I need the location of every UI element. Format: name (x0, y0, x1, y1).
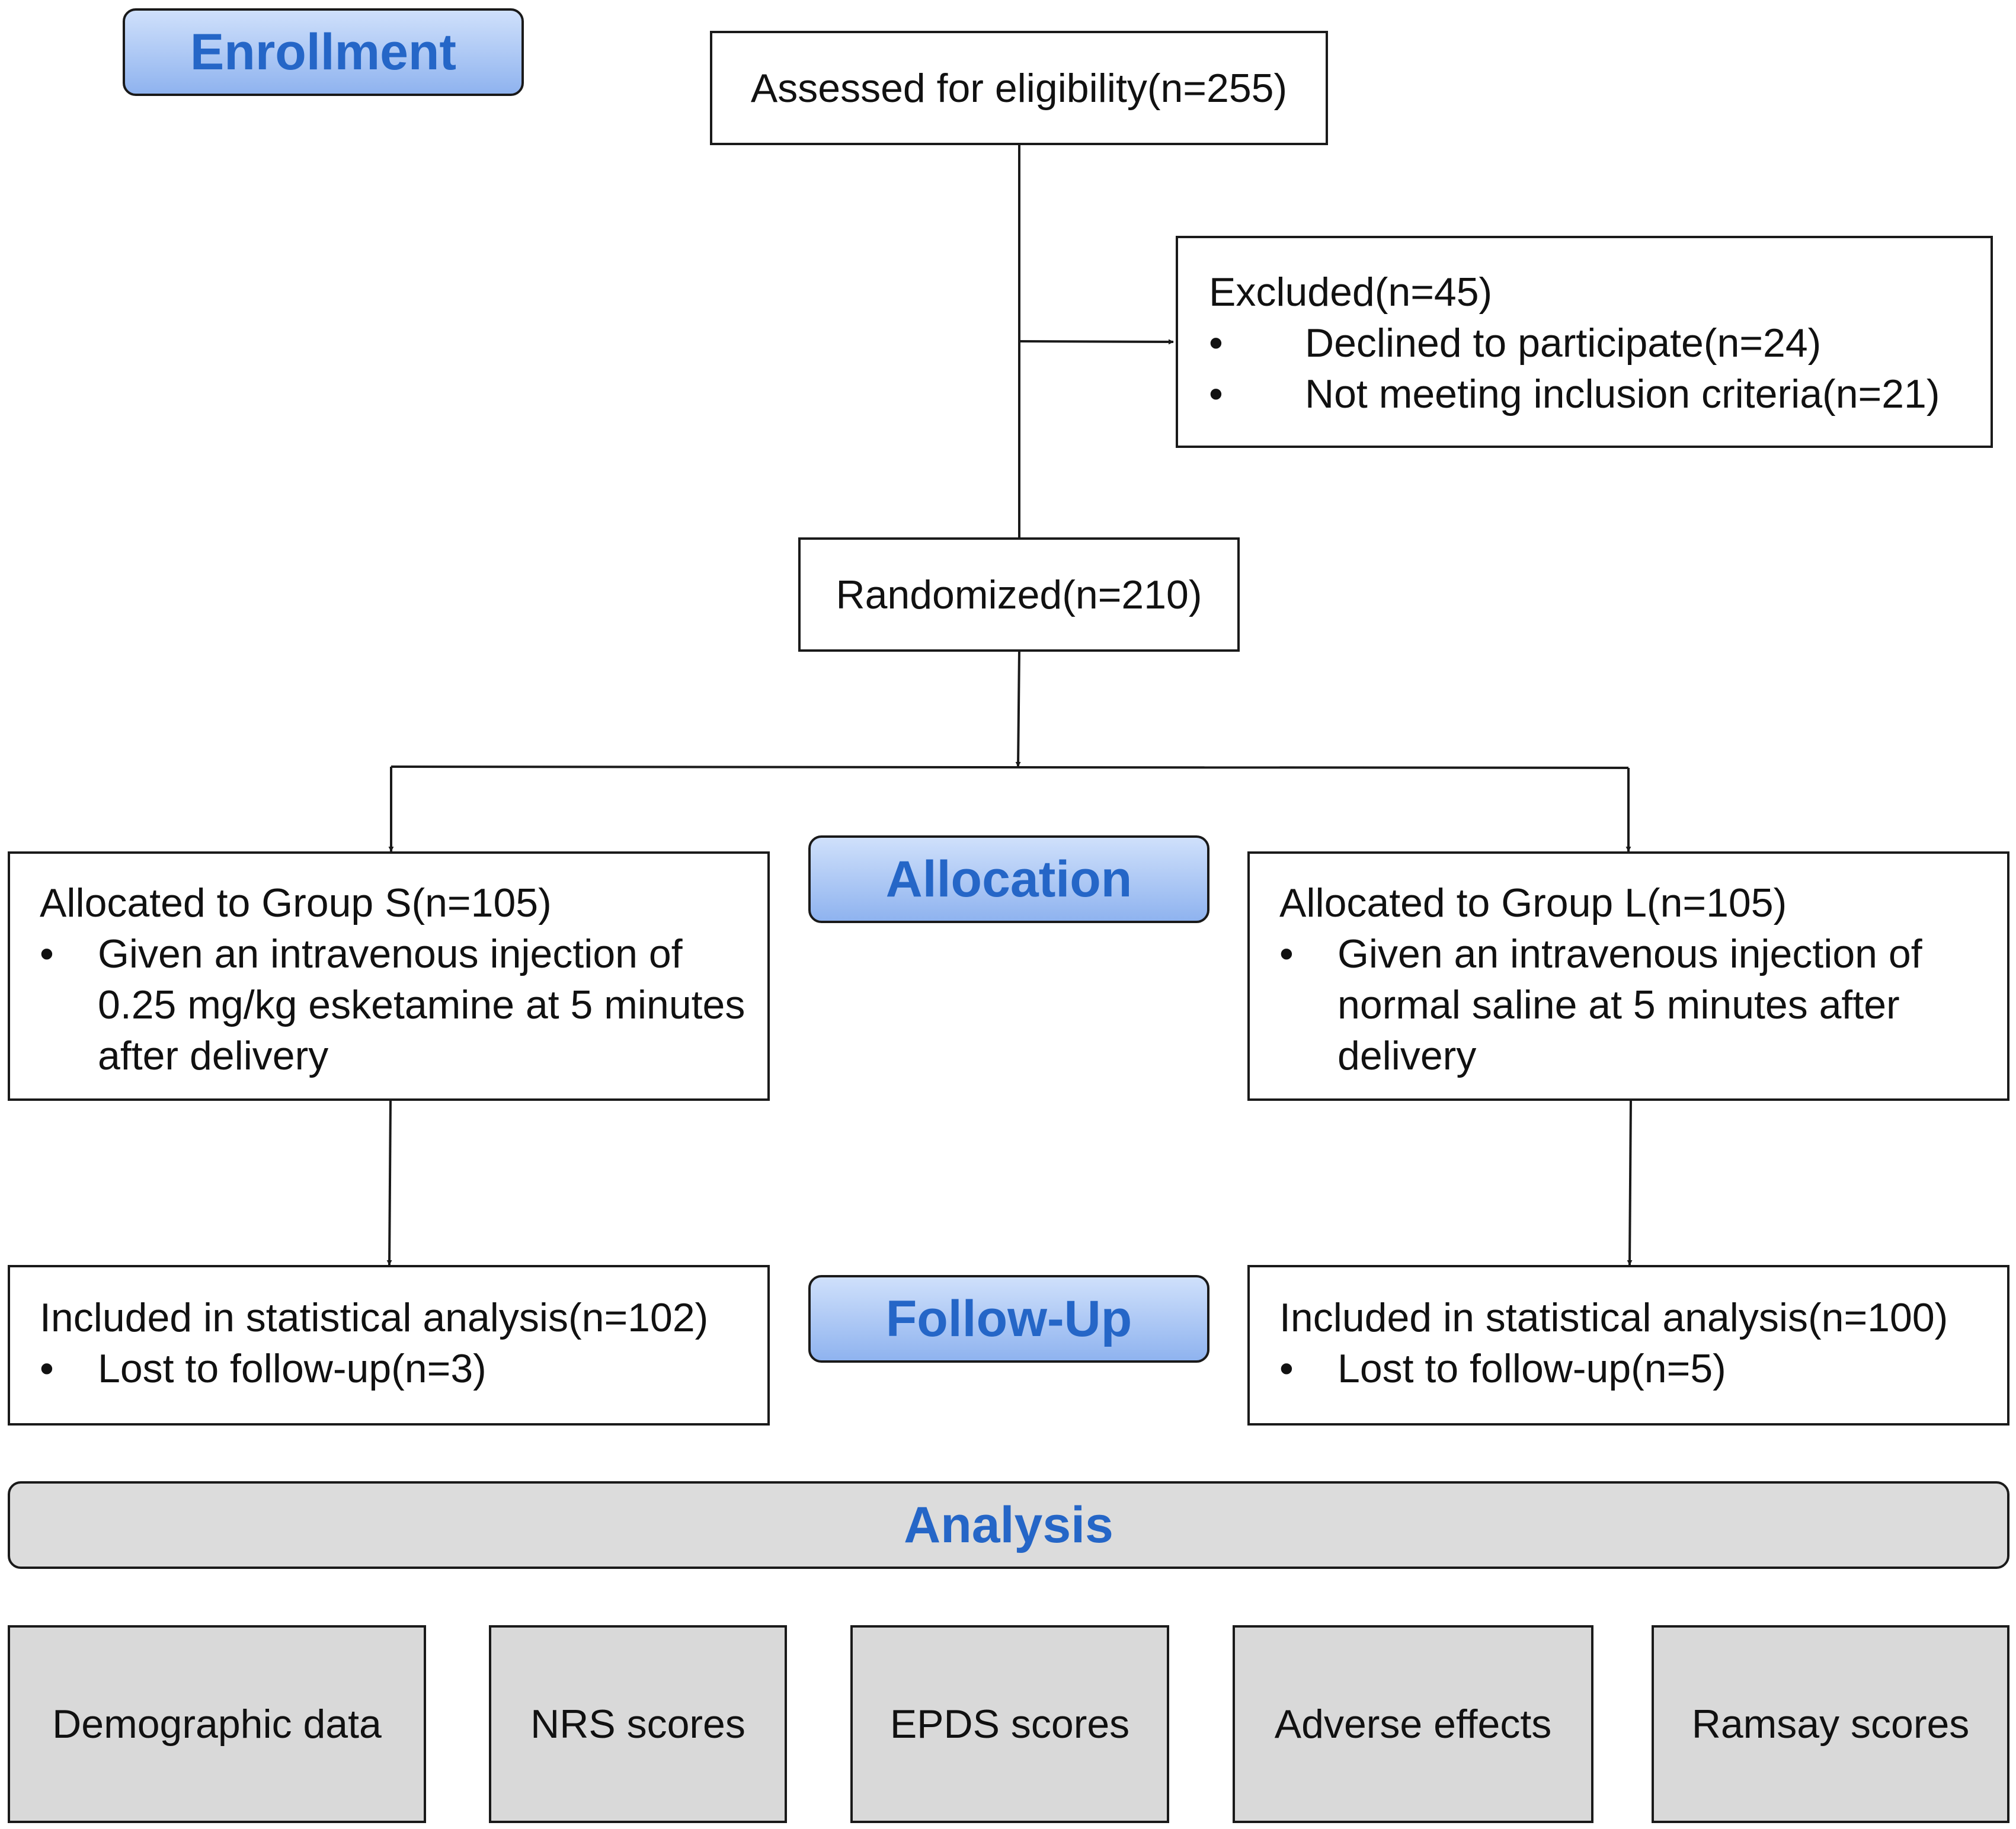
followup-s-item-text: Lost to follow-up(n=3) (98, 1346, 487, 1391)
group-l-title: Allocated to Group L(n=105) (1279, 880, 1787, 925)
randomized-box: Randomized(n=210) (798, 537, 1240, 652)
outcome-adverse-effects: Adverse effects (1233, 1625, 1593, 1823)
followup-l-item-text: Lost to follow-up(n=5) (1337, 1346, 1726, 1391)
arrow-to-excluded (1019, 339, 1174, 345)
followup-l-item: • Lost to follow-up(n=5) (1279, 1343, 2007, 1394)
followup-s-item: • Lost to follow-up(n=3) (40, 1343, 767, 1394)
arrow-to-followup-s (386, 1099, 392, 1266)
bullet-icon: • (40, 1346, 54, 1391)
assessed-box: Assessed for eligibility(n=255) (710, 31, 1328, 145)
group-l-box: Allocated to Group L(n=105) • Given an i… (1247, 851, 2009, 1101)
excluded-item-text: Not meeting inclusion criteria(n=21) (1305, 371, 1940, 417)
bullet-icon: • (1209, 321, 1223, 366)
excluded-item-text: Declined to participate(n=24) (1305, 321, 1822, 366)
group-l-item-text: Given an intravenous injection of normal… (1337, 931, 1922, 1078)
stage-allocation-label: Allocation (885, 850, 1132, 908)
randomized-text: Randomized(n=210) (836, 572, 1202, 617)
outcome-label: NRS scores (530, 1702, 745, 1747)
stage-enrollment: Enrollment (123, 8, 524, 96)
group-s-title: Allocated to Group S(n=105) (40, 880, 552, 925)
followup-l-box: Included in statistical analysis(n=100) … (1247, 1265, 2009, 1426)
arrow-to-split (1015, 650, 1021, 767)
group-l-item: • Given an intravenous injection of norm… (1279, 928, 1972, 1081)
bullet-icon: • (1279, 1346, 1294, 1391)
bullet-icon: • (40, 931, 54, 976)
stage-follow-up-label: Follow-Up (885, 1290, 1132, 1347)
followup-s-title: Included in statistical analysis(n=102) (40, 1295, 709, 1340)
stage-enrollment-label: Enrollment (190, 23, 457, 81)
outcome-ramsay-scores: Ramsay scores (1652, 1625, 2009, 1823)
stage-allocation: Allocation (808, 835, 1209, 923)
followup-l-title: Included in statistical analysis(n=100) (1279, 1295, 1948, 1340)
outcome-demographic-data: Demographic data (8, 1625, 426, 1823)
excluded-item: • Declined to participate(n=24) (1209, 318, 1991, 369)
arrow-to-followup-l (1627, 1099, 1633, 1266)
outcome-label: Ramsay scores (1691, 1702, 1970, 1747)
assessed-text: Assessed for eligibility(n=255) (750, 65, 1288, 111)
group-s-item: • Given an intravenous injection of 0.25… (40, 928, 750, 1081)
excluded-title: Excluded(n=45) (1209, 270, 1493, 315)
bullet-icon: • (1279, 931, 1294, 976)
stage-follow-up: Follow-Up (808, 1275, 1209, 1363)
excluded-item: • Not meeting inclusion criteria(n=21) (1209, 369, 1991, 419)
followup-s-box: Included in statistical analysis(n=102) … (8, 1265, 770, 1426)
stage-analysis-label: Analysis (904, 1496, 1113, 1553)
stage-analysis: Analysis (8, 1481, 2009, 1569)
outcome-label: Demographic data (52, 1702, 382, 1747)
outcome-label: EPDS scores (889, 1702, 1130, 1747)
excluded-box: Excluded(n=45) • Declined to participate… (1176, 236, 1993, 448)
outcome-nrs-scores: NRS scores (489, 1625, 787, 1823)
group-s-item-text: Given an intravenous injection of 0.25 m… (98, 931, 745, 1078)
bullet-icon: • (1209, 371, 1223, 417)
split-horizontal (391, 765, 1629, 769)
outcome-label: Adverse effects (1274, 1702, 1552, 1747)
group-s-box: Allocated to Group S(n=105) • Given an i… (8, 851, 770, 1101)
outcome-epds-scores: EPDS scores (850, 1625, 1169, 1823)
